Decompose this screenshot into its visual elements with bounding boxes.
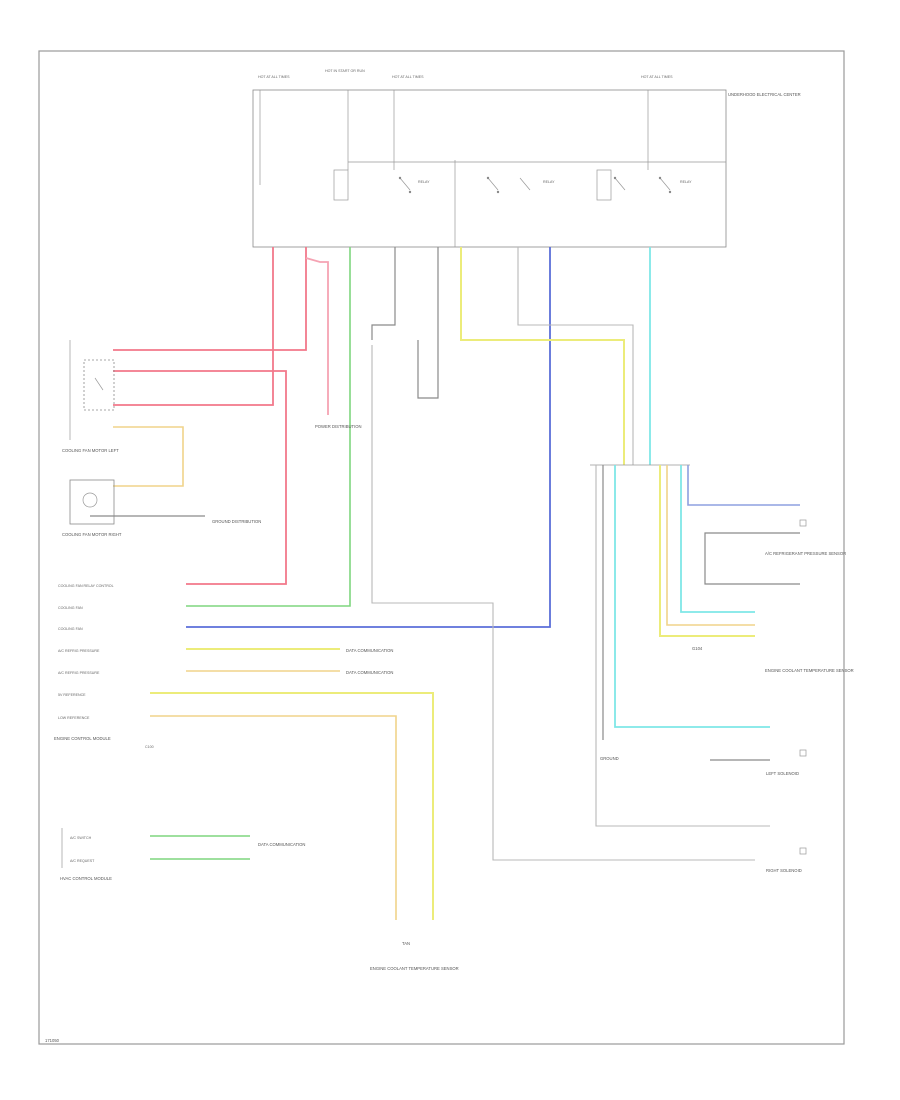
right-cyan-wire-2: [680, 465, 755, 613]
right-tan-wire: [666, 465, 755, 626]
junction-box-label: UNDERHOOD ELECTRICAL CENTER: [728, 92, 801, 97]
hvac-pin-2: A/C REQUEST: [70, 859, 95, 863]
data-comm-label-1: DATA COMMUNICATION: [346, 648, 393, 653]
yellow-wire-top: [460, 247, 625, 465]
right-gray-loop: [704, 532, 800, 585]
ecm-pin-7: LOW REFERENCE: [58, 716, 90, 720]
cooling-fan-right-label: COOLING FAN MOTOR RIGHT: [62, 532, 122, 537]
grounds-to-label: GROUND: [600, 756, 619, 761]
cooling-fan-left-label: COOLING FAN MOTOR LEFT: [62, 448, 119, 453]
ecm-pin-5: A/C REFRIG PRESSURE: [58, 671, 100, 675]
ecm-tan-wire-2: [150, 715, 397, 920]
fuse-d-label: HOT AT ALL TIMES: [641, 75, 673, 79]
fuse-b-label: HOT IN START OR RUN: [325, 69, 365, 73]
splice-ground-label: G104: [692, 646, 703, 651]
right-gray-wire-2: [595, 465, 770, 827]
relay-3: [596, 169, 626, 201]
footer-code: 171050: [45, 1038, 60, 1043]
relay-1-label: RELAY: [418, 180, 430, 184]
right-solenoid-label: RIGHT SOLENOID: [766, 868, 802, 873]
hvac-module-label: HVAC CONTROL MODULE: [60, 876, 112, 881]
power-dist-label: POWER DISTRIBUTION: [315, 424, 362, 429]
ecm-label: ENGINE CONTROL MODULE: [54, 736, 111, 741]
right-lblue-wire: [687, 465, 800, 506]
ecm: COOLING FAN RELAY CONTROL COOLING FAN CO…: [54, 584, 154, 749]
relay-2-label: RELAY: [543, 180, 555, 184]
inline-connector-label: C100: [145, 745, 154, 749]
fuse-a-label: HOT AT ALL TIMES: [258, 75, 290, 79]
diagram-frame: [38, 50, 845, 1045]
right-components: A/C REFRIGERANT PRESSURE SENSOR ENGINE C…: [600, 519, 854, 873]
fan-tan-wire: [113, 426, 184, 487]
fuse-c-label: HOT AT ALL TIMES: [392, 75, 424, 79]
hvac-data-comm-label: DATA COMMUNICATION: [258, 842, 305, 847]
bottom-sensor: TAN ENGINE COOLANT TEMPERATURE SENSOR: [370, 941, 459, 971]
relay-4-label: RELAY: [680, 180, 692, 184]
junction-box: HOT AT ALL TIMES HOT IN START OR RUN HOT…: [252, 69, 801, 248]
ecm-pin-2: COOLING FAN: [58, 606, 83, 610]
ecm-yellow-wire-2: [150, 692, 434, 920]
cooling-fan-left: COOLING FAN MOTOR LEFT: [62, 340, 119, 453]
data-comm-label-2: DATA COMMUNICATION: [346, 670, 393, 675]
relay-2: RELAY: [455, 161, 590, 194]
hvac-pin-1: A/C SWITCH: [70, 836, 92, 840]
green-wire: [186, 247, 351, 607]
right-yellow-wire: [659, 465, 755, 637]
ac-pressure-sensor-label: A/C REFRIGERANT PRESSURE SENSOR: [765, 551, 846, 556]
ecm-pin-1: COOLING FAN RELAY CONTROL: [58, 584, 114, 588]
gray-wire-2: [417, 247, 439, 399]
ecm-pin-4: A/C REFRIG PRESSURE: [58, 649, 100, 653]
ecm-pin-6: 5V REFERENCE: [58, 693, 86, 697]
ground-ref-label: GROUND DISTRIBUTION: [212, 519, 261, 524]
relay-1: RELAY: [333, 161, 455, 201]
coolant-sensor-right-label: ENGINE COOLANT TEMPERATURE SENSOR: [765, 668, 854, 673]
tan-label: TAN: [402, 941, 410, 946]
right-cyan-wire: [614, 465, 770, 728]
hvac-module: A/C SWITCH A/C REQUEST HVAC CONTROL MODU…: [60, 828, 305, 881]
relay-4: RELAY: [590, 161, 726, 194]
gray-wire-4: [517, 247, 634, 465]
gray-wire-3: [371, 345, 755, 861]
red-wire-group: [113, 247, 329, 585]
left-solenoid-label: LEFT SOLENOID: [766, 771, 799, 776]
gray-wire-1: [371, 247, 396, 340]
engine-coolant-temp-label: ENGINE COOLANT TEMPERATURE SENSOR: [370, 966, 459, 971]
blue-wire: [186, 247, 551, 628]
ecm-pin-3: COOLING FAN: [58, 627, 83, 631]
cooling-fan-right: COOLING FAN MOTOR RIGHT: [62, 479, 122, 537]
